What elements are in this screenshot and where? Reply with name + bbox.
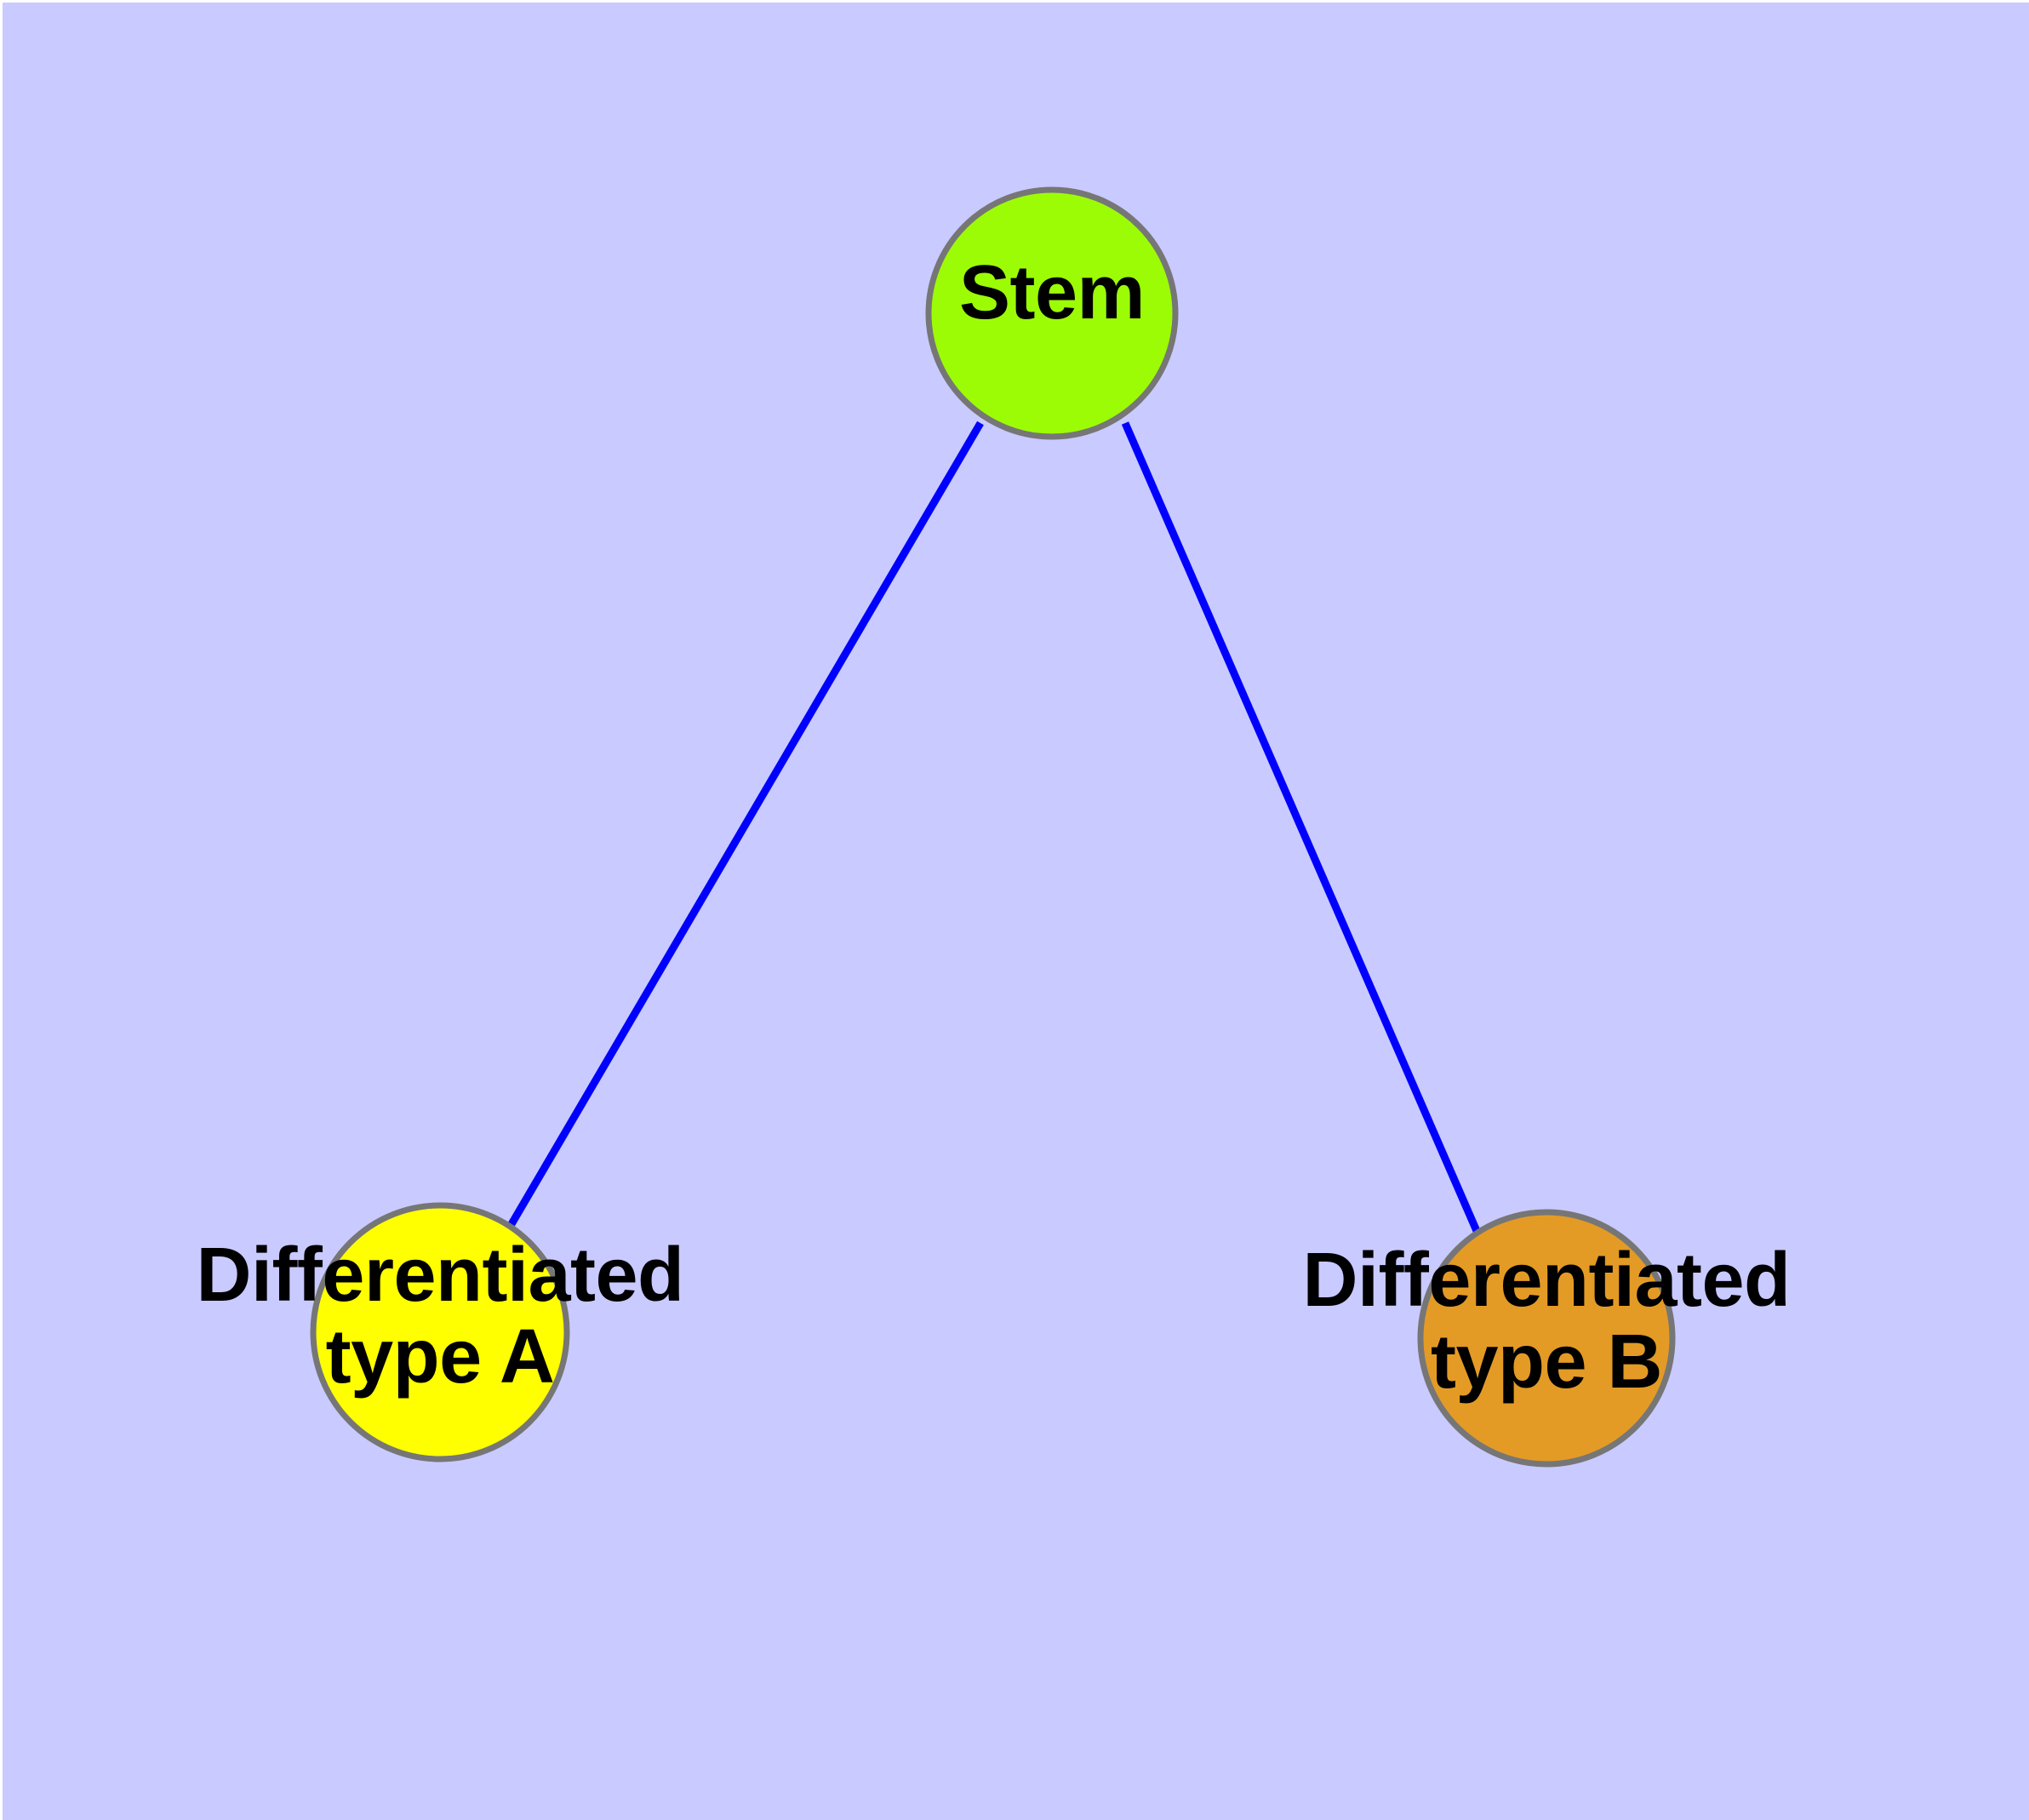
edge-layer [508,421,1481,1233]
edge-stem-to-type-a[interactable] [508,421,984,1227]
node-stem-circle[interactable] [925,186,1179,440]
node-type-a-circle[interactable] [310,1202,570,1462]
node-type-b-circle[interactable] [1417,1209,1676,1468]
node-layer [310,186,1676,1468]
edge-stem-to-type-b[interactable] [1121,421,1481,1233]
